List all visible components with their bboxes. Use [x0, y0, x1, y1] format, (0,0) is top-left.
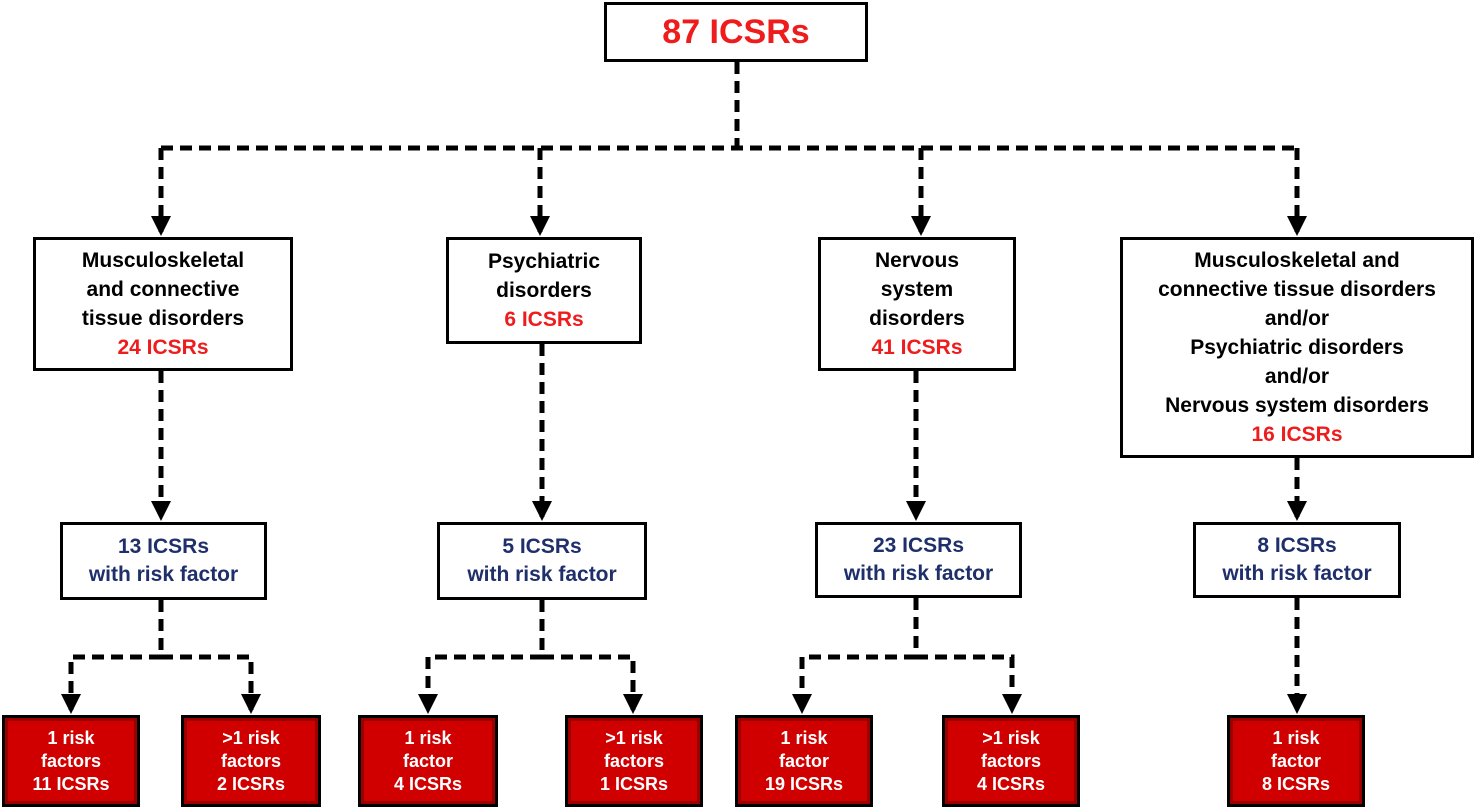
leaf-4-line-1: >1 risk: [605, 727, 663, 748]
leaf-7-count: 8 ICSRs: [1261, 773, 1331, 794]
category-1-line-3: tissue disorders: [81, 307, 245, 330]
connector-to-leaf-6: [916, 654, 1022, 714]
category-3-count: 41 ICSRs: [871, 336, 963, 359]
risk-factor-2-label: with risk factor: [467, 563, 617, 586]
leaf-3-count: 4 ICSRs: [393, 773, 463, 794]
category-1-line-2: and connective: [86, 278, 240, 301]
risk-factor-3-count: 23 ICSRs: [872, 534, 965, 557]
category-4-line-5: and/or: [1264, 365, 1330, 388]
category-2-line-1: Psychiatric: [487, 250, 601, 273]
category-3-line-3: disorders: [869, 307, 965, 330]
leaf-1-count: 11 ICSRs: [32, 773, 110, 794]
risk-factor-box-3: 23 ICSRs with risk factor: [815, 522, 1022, 598]
leaf-2-count: 2 ICSRs: [216, 773, 286, 794]
leaf-1: 1 risk factors 11 ICSRs: [2, 715, 140, 807]
category-3-line-2: system: [880, 278, 954, 301]
leaf-7-line-2: factor: [1270, 750, 1321, 771]
risk-factor-box-1: 13 ICSRs with risk factor: [60, 522, 267, 600]
risk-factor-3-label: with risk factor: [843, 562, 994, 585]
category-4-line-6: Nervous system disorders: [1165, 394, 1429, 417]
connector-to-leaf-4: [542, 654, 643, 714]
connector-to-leaf-1: [61, 654, 161, 714]
category-combined: Musculoskeletal and connective tissue di…: [1120, 237, 1474, 458]
connector-to-leaf-5: [792, 654, 916, 714]
category-2-line-2: disorders: [496, 279, 592, 302]
leaf-3: 1 risk factor 4 ICSRs: [358, 715, 498, 807]
leaf-2: >1 risk factors 2 ICSRs: [181, 715, 321, 807]
leaf-7-line-1: 1 risk: [1272, 727, 1320, 748]
category-psychiatric: Psychiatric disorders 6 ICSRs: [446, 237, 642, 344]
leaf-5-line-2: factor: [778, 750, 829, 771]
leaf-2-line-1: >1 risk: [222, 727, 280, 748]
leaf-4-count: 1 ICSRs: [599, 773, 669, 794]
leaf-7: 1 risk factor 8 ICSRs: [1227, 715, 1365, 807]
leaf-6-line-1: >1 risk: [982, 727, 1040, 748]
category-2-count: 6 ICSRs: [504, 308, 584, 331]
leaf-6: >1 risk factors 4 ICSRs: [942, 715, 1080, 807]
category-nervous-system: Nervous system disorders 41 ICSRs: [818, 237, 1016, 371]
risk-factor-4-count: 8 ICSRs: [1257, 534, 1337, 557]
category-4-line-1: Musculoskeletal and: [1194, 249, 1400, 272]
category-1-line-1: Musculoskeletal: [81, 249, 245, 272]
risk-factor-1-count: 13 ICSRs: [117, 535, 210, 558]
leaf-3-line-1: 1 risk: [404, 727, 452, 748]
leaf-4: >1 risk factors 1 ICSRs: [565, 715, 703, 807]
leaf-5: 1 risk factor 19 ICSRs: [735, 715, 873, 807]
leaf-5-count: 19 ICSRs: [764, 773, 844, 794]
category-1-count: 24 ICSRs: [117, 336, 209, 359]
category-musculoskeletal: Musculoskeletal and connective tissue di…: [33, 237, 293, 371]
risk-factor-4-label: with risk factor: [1222, 562, 1372, 585]
risk-factor-box-2: 5 ICSRs with risk factor: [437, 522, 647, 600]
category-4-line-4: Psychiatric disorders: [1190, 336, 1404, 359]
category-4-line-2: connective tissue disorders: [1158, 278, 1436, 301]
leaf-1-line-2: factors: [40, 750, 102, 771]
root-node: 87 ICSRs: [604, 2, 868, 62]
leaf-1-line-1: 1 risk: [47, 727, 95, 748]
risk-factor-box-4: 8 ICSRs with risk factor: [1193, 522, 1401, 598]
category-4-count: 16 ICSRs: [1251, 423, 1343, 446]
leaf-2-line-2: factors: [220, 750, 282, 771]
leaf-3-line-2: factor: [402, 750, 453, 771]
risk-factor-2-count: 5 ICSRs: [502, 535, 582, 558]
root-label: 87 ICSRs: [662, 12, 810, 51]
category-3-line-1: Nervous: [874, 249, 960, 272]
leaf-6-count: 4 ICSRs: [976, 773, 1046, 794]
leaf-4-line-2: factors: [603, 750, 665, 771]
connector-to-leaf-3: [418, 654, 542, 714]
connector-to-leaf-2: [161, 654, 261, 714]
risk-factor-1-label: with risk factor: [88, 563, 239, 586]
leaf-6-line-2: factors: [980, 750, 1042, 771]
leaf-5-line-1: 1 risk: [780, 727, 828, 748]
category-4-line-3: and/or: [1264, 307, 1330, 330]
